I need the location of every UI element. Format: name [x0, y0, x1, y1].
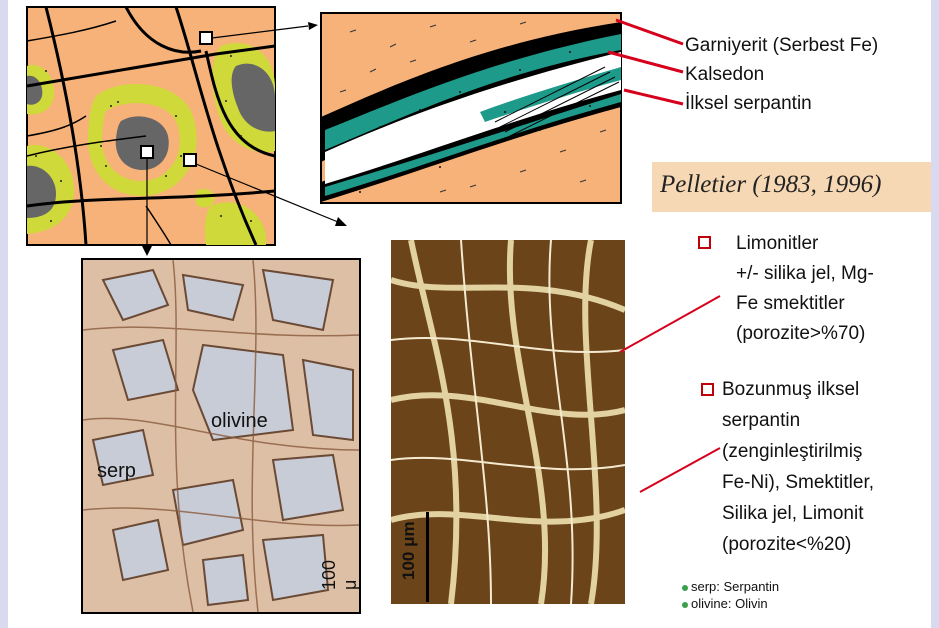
bullet-line: Bozunmuş ilksel — [722, 374, 874, 405]
bullet-dot-icon — [682, 602, 688, 608]
bullet-line: +/- silika jel, Mg- — [736, 259, 874, 289]
bullet-line: Fe-Ni), Smektitler, — [722, 467, 874, 498]
abbreviation-notes: serp: Serpantin olivine: Olivin — [682, 578, 779, 612]
bullet-weathered-serpentine: Bozunmuş ilksel serpantin (zenginleştiri… — [722, 374, 874, 560]
slide: Garniyerit (Serbest Fe) Kalsedon İlksel … — [8, 0, 931, 628]
note-item: olivine: Olivin — [682, 595, 779, 612]
bullet-line: (zenginleştirilmiş — [722, 436, 874, 467]
bullet-pointers — [8, 0, 768, 520]
note-item: serp: Serpantin — [682, 578, 779, 595]
bullet-line: (porozite>%70) — [736, 319, 874, 349]
bullet-line: serpantin — [722, 405, 874, 436]
bullet-line: Silika jel, Limonit — [722, 498, 874, 529]
bullet-checkbox-icon — [701, 383, 714, 396]
right-scale-label: 100 μm — [399, 521, 419, 580]
bullet-line: Limonitler — [736, 229, 874, 259]
bullet-checkbox-icon — [698, 236, 711, 249]
bullet-dot-icon — [682, 585, 688, 591]
bullet-line: Fe smektitler — [736, 289, 874, 319]
bullet-line: (porozite<%20) — [722, 529, 874, 560]
bullet-limonite: Limonitler +/- silika jel, Mg- Fe smekti… — [736, 229, 874, 349]
left-scale-label: 100 μ — [319, 550, 361, 590]
